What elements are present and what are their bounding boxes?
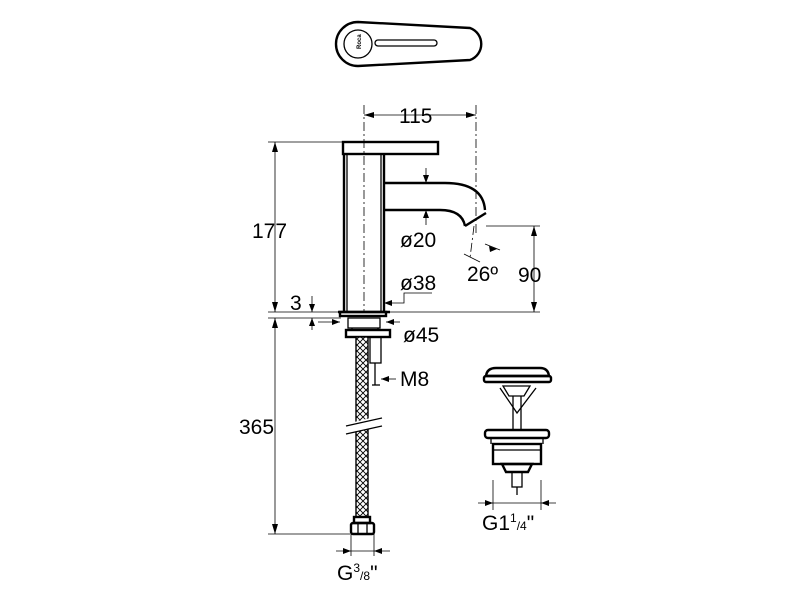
pop-up-waste-valve [478,366,556,510]
dim-spout-diameter: ø20 [400,229,436,252]
dim-hose-connection: G3/8" [337,561,378,585]
faucet-side-view [338,140,487,536]
svg-text:Roca: Roca [357,34,363,49]
dim-thread: M8 [400,368,429,391]
dim-waste-connection: G11/4" [482,511,534,535]
dim-spout-height: 90 [518,264,541,287]
dim-base-diameter: ø45 [403,324,439,347]
dim-spout-reach: 115 [399,105,432,128]
dimension-labels: 115 177 ø20 ø38 3 ø45 M8 26º 90 365 G3/8… [239,105,541,585]
roca-logo: Roca [357,34,363,49]
dim-body-diameter: ø38 [400,272,436,295]
dim-base-gap: 3 [290,292,302,315]
dim-spout-angle: 26º [467,263,498,286]
dim-hose-length: 365 [239,416,274,439]
dimension-lines [268,105,540,556]
top-view: Roca [334,20,483,68]
dim-body-height: 177 [252,220,287,243]
